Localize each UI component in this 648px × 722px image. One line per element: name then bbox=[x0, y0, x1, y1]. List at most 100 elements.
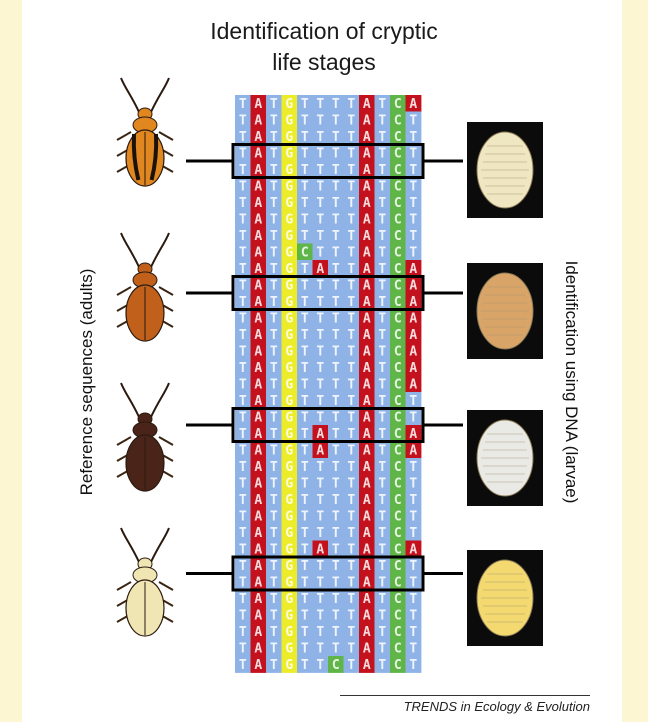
alignment-base: A bbox=[363, 410, 371, 425]
alignment-base: T bbox=[270, 410, 278, 425]
alignment-base: T bbox=[347, 559, 355, 574]
alignment-base: A bbox=[409, 328, 417, 343]
alignment-base: T bbox=[301, 509, 309, 524]
alignment-base: T bbox=[378, 295, 386, 310]
alignment-base: T bbox=[301, 625, 309, 640]
alignment-base: T bbox=[301, 212, 309, 227]
alignment-base: A bbox=[254, 526, 262, 541]
alignment-base: T bbox=[301, 377, 309, 392]
alignment-base: T bbox=[332, 344, 340, 359]
beetle-leg bbox=[159, 132, 173, 140]
alignment-base: C bbox=[394, 146, 402, 161]
alignment-base: T bbox=[409, 460, 417, 475]
alignment-base: A bbox=[254, 443, 262, 458]
alignment-base: T bbox=[316, 460, 324, 475]
alignment-base: A bbox=[316, 542, 324, 557]
alignment-base: C bbox=[394, 311, 402, 326]
alignment-base: T bbox=[347, 377, 355, 392]
alignment-base: T bbox=[239, 658, 247, 673]
alignment-base: T bbox=[332, 443, 340, 458]
alignment-base: T bbox=[301, 97, 309, 112]
alignment-base: T bbox=[332, 130, 340, 145]
alignment-base: A bbox=[254, 245, 262, 260]
alignment-base: T bbox=[378, 443, 386, 458]
alignment-base: T bbox=[316, 344, 324, 359]
beetle-leg bbox=[159, 287, 173, 295]
alignment-base: T bbox=[332, 295, 340, 310]
alignment-base: T bbox=[347, 427, 355, 442]
alignment-base: C bbox=[394, 658, 402, 673]
alignment-base: T bbox=[409, 493, 417, 508]
alignment-base: T bbox=[409, 526, 417, 541]
alignment-base: T bbox=[239, 245, 247, 260]
alignment-base: T bbox=[301, 361, 309, 376]
alignment-base: T bbox=[378, 328, 386, 343]
alignment-base: T bbox=[239, 344, 247, 359]
alignment-base: T bbox=[270, 493, 278, 508]
alignment-base: T bbox=[239, 542, 247, 557]
alignment-base: C bbox=[394, 641, 402, 656]
alignment-base: A bbox=[254, 196, 262, 211]
alignment-base: T bbox=[378, 196, 386, 211]
alignment-base: T bbox=[239, 295, 247, 310]
alignment-base: T bbox=[409, 245, 417, 260]
alignment-base: A bbox=[316, 427, 324, 442]
alignment-base: A bbox=[363, 179, 371, 194]
alignment-base: A bbox=[363, 212, 371, 227]
alignment-base: G bbox=[285, 509, 293, 524]
alignment-base: T bbox=[316, 526, 324, 541]
alignment-base: T bbox=[378, 476, 386, 491]
alignment-base: T bbox=[270, 229, 278, 244]
alignment-base: T bbox=[347, 262, 355, 277]
alignment-base: C bbox=[394, 377, 402, 392]
alignment-base: T bbox=[301, 658, 309, 673]
alignment-base: T bbox=[316, 212, 324, 227]
alignment-base: T bbox=[347, 344, 355, 359]
alignment-base: A bbox=[254, 658, 262, 673]
alignment-base: T bbox=[332, 212, 340, 227]
alignment-base: T bbox=[270, 262, 278, 277]
alignment-base: T bbox=[301, 113, 309, 128]
alignment-base: T bbox=[239, 575, 247, 590]
alignment-base: A bbox=[254, 542, 262, 557]
alignment-base: A bbox=[254, 344, 262, 359]
alignment-base: A bbox=[254, 559, 262, 574]
alignment-base: A bbox=[363, 608, 371, 623]
alignment-base: T bbox=[332, 196, 340, 211]
alignment-base: A bbox=[409, 97, 417, 112]
alignment-base: G bbox=[285, 410, 293, 425]
alignment-base: T bbox=[332, 262, 340, 277]
alignment-base: T bbox=[332, 575, 340, 590]
alignment-base: A bbox=[254, 328, 262, 343]
alignment-base: T bbox=[409, 196, 417, 211]
alignment-base: T bbox=[239, 278, 247, 293]
alignment-base: T bbox=[270, 328, 278, 343]
alignment-base: T bbox=[270, 245, 278, 260]
alignment-base: T bbox=[409, 592, 417, 607]
alignment-base: T bbox=[378, 146, 386, 161]
alignment-base: C bbox=[394, 229, 402, 244]
alignment-base: A bbox=[409, 278, 417, 293]
alignment-base: C bbox=[394, 625, 402, 640]
alignment-base: T bbox=[239, 592, 247, 607]
alignment-base: T bbox=[239, 146, 247, 161]
alignment-base: T bbox=[301, 559, 309, 574]
alignment-base: T bbox=[347, 130, 355, 145]
alignment-base: T bbox=[301, 229, 309, 244]
alignment-base: T bbox=[378, 592, 386, 607]
alignment-base: T bbox=[347, 179, 355, 194]
alignment-base: T bbox=[316, 97, 324, 112]
alignment-base: T bbox=[270, 476, 278, 491]
alignment-base: T bbox=[378, 344, 386, 359]
alignment-base: A bbox=[409, 295, 417, 310]
alignment-base: T bbox=[409, 658, 417, 673]
alignment-base: A bbox=[254, 575, 262, 590]
alignment-base: A bbox=[363, 592, 371, 607]
alignment-base: C bbox=[394, 394, 402, 409]
alignment-base: T bbox=[270, 427, 278, 442]
alignment-base: T bbox=[301, 443, 309, 458]
alignment-base: T bbox=[316, 328, 324, 343]
alignment-base: T bbox=[239, 460, 247, 475]
alignment-base: A bbox=[254, 608, 262, 623]
alignment-base: T bbox=[301, 262, 309, 277]
